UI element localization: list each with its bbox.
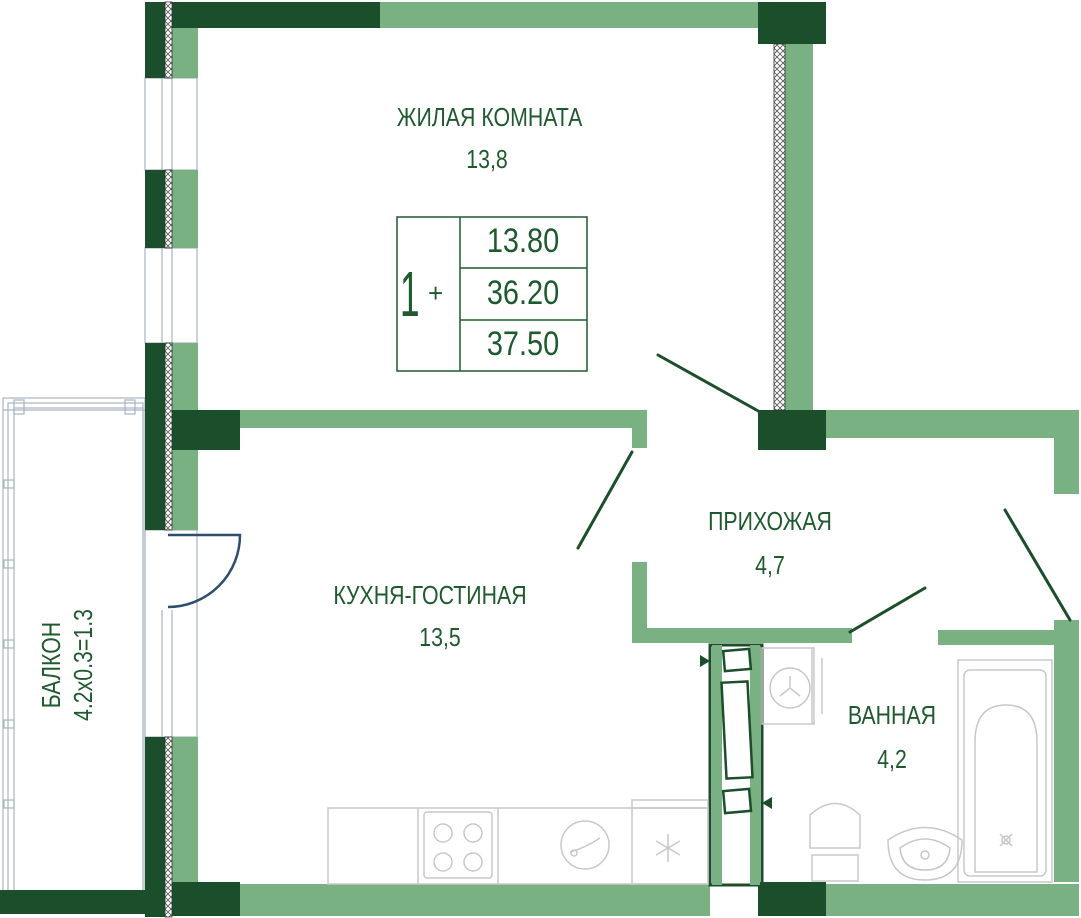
summary-total-with-balcony: 37.50	[486, 325, 560, 363]
room-area-living: 13,8	[466, 144, 508, 174]
summary-living-area: 13.80	[486, 222, 560, 260]
room-name-living: ЖИЛАЯ КОМНАТА	[396, 102, 583, 132]
room-area-bathroom: 4,2	[877, 744, 907, 774]
room-area-kitchen-living: 13,5	[419, 622, 461, 652]
summary-rooms-count: 1	[400, 258, 420, 330]
summary-rooms: 1 +	[400, 254, 456, 334]
balcony-door	[167, 533, 242, 609]
walls-dark	[0, 2, 826, 917]
balcony-area: 4.2x0.3=1.3	[68, 608, 98, 722]
walls-light	[168, 2, 1079, 916]
area-summary-table	[396, 216, 588, 372]
summary-rooms-plus: +	[428, 278, 444, 308]
door-swings	[576, 353, 1072, 634]
room-name-hallway: ПРИХОЖАЯ	[708, 506, 832, 536]
hatched-strips	[164, 1, 786, 918]
summary-total-area: 36.20	[486, 274, 560, 312]
bathroom-fixtures	[761, 647, 1053, 883]
room-name-kitchen-living: КУХНЯ-ГОСТИНАЯ	[333, 580, 527, 610]
ventilation-shaft	[700, 643, 772, 887]
balcony-name: БАЛКОН	[36, 621, 66, 709]
room-name-bathroom: ВАННАЯ	[847, 700, 937, 730]
balcony-label: БАЛКОН 4.2x0.3=1.3	[35, 545, 105, 785]
kitchen-fixtures	[327, 799, 709, 885]
room-area-hallway: 4,7	[755, 550, 785, 580]
